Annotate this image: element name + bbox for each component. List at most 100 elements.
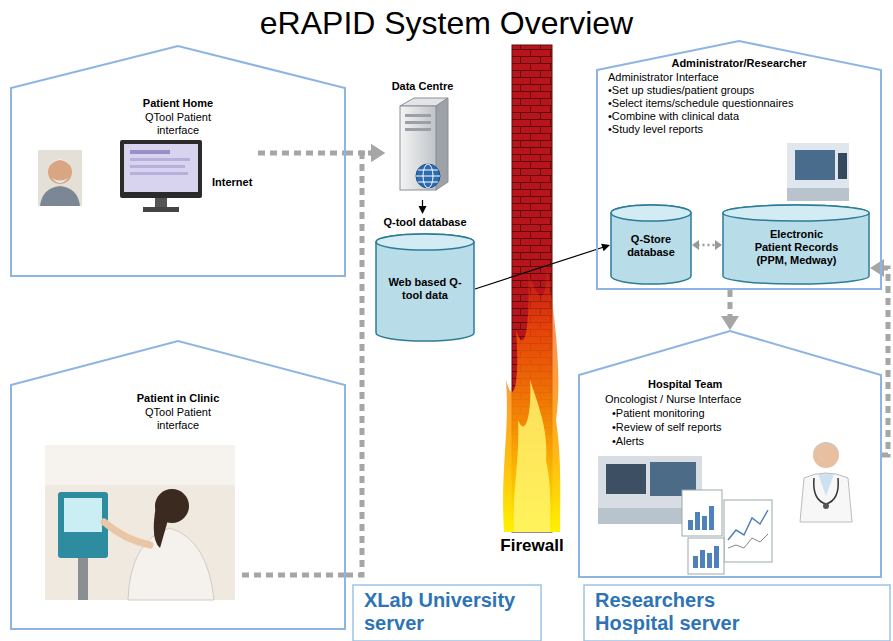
internet-wire — [258, 151, 344, 156]
node-text: Administrator Interface — [608, 71, 719, 84]
connector-arrow — [419, 200, 427, 214]
illustration-part — [64, 498, 102, 532]
node-text: •Alerts — [612, 435, 644, 448]
illustration-part — [795, 150, 835, 180]
cylinder-top — [723, 205, 869, 221]
box-outline — [584, 585, 890, 641]
server-box: XLab University server — [352, 584, 542, 641]
illustration-part — [38, 150, 82, 206]
arrow-head — [715, 240, 722, 250]
illustration-part — [48, 159, 72, 168]
illustration-part — [700, 550, 705, 568]
illustration-part — [682, 490, 722, 536]
clinic-wire — [242, 573, 344, 578]
house-outline — [579, 331, 881, 577]
illustration-part — [688, 520, 693, 530]
connector-arrow — [346, 144, 385, 162]
illustration-part — [120, 140, 202, 198]
illustration-part — [787, 143, 849, 201]
house-panel: Patient HomeQTool Patient interface — [10, 45, 346, 277]
node-heading: Q-tool database — [375, 216, 475, 229]
illustration-part — [143, 207, 179, 212]
illustration-part — [813, 442, 839, 452]
house-outline — [11, 46, 345, 276]
server-box: Researchers Hospital server — [583, 584, 891, 641]
admin-photo — [787, 143, 849, 201]
illustration-part — [813, 442, 839, 468]
clinic-photo — [45, 445, 235, 600]
house-outline — [10, 340, 346, 630]
illustration-part — [728, 510, 768, 540]
firewall-label: Firewall — [482, 536, 582, 556]
illustration-part — [45, 445, 235, 485]
illustration-part — [416, 170, 440, 182]
illustration-part — [130, 165, 185, 168]
node-heading: Hospital Team — [648, 378, 722, 391]
cylinder-body — [376, 234, 474, 341]
node-text: Oncologist / Nurse Interface — [605, 393, 741, 406]
illustration-part — [823, 503, 829, 509]
arrow-head — [371, 144, 385, 162]
illustration-part — [818, 474, 834, 496]
network-label: Internet — [212, 176, 252, 189]
illustration-part — [728, 534, 768, 548]
illustration-part — [709, 506, 714, 530]
connector-line — [882, 268, 888, 455]
illustration-part — [155, 198, 167, 208]
node-text: •Patient monitoring — [612, 407, 705, 420]
house-panel: Hospital TeamOncologist / Nurse Interfac… — [578, 330, 882, 578]
illustration-part — [702, 516, 707, 530]
illustration-part — [606, 464, 646, 494]
illustration-part — [154, 506, 168, 548]
illustration-part — [78, 558, 88, 600]
connector-line — [698, 244, 717, 247]
home-monitor — [120, 140, 202, 212]
illustration-part — [695, 512, 700, 530]
firewall-wall — [503, 45, 560, 532]
house-outline — [10, 45, 346, 277]
node-heading: Researchers Hospital server — [595, 589, 770, 635]
node-text: •Select items/schedule questionnaires — [608, 97, 793, 110]
node-heading: Q-Store database — [614, 233, 688, 259]
node-text: •Combine with clinical data — [608, 110, 739, 123]
illustration-part — [104, 522, 150, 545]
cylinder-top — [611, 205, 691, 221]
node-text: QTool Patient interface — [133, 111, 223, 137]
illustration-part — [130, 172, 188, 175]
house-panel: Administrator/ResearcherAdministrator In… — [596, 40, 882, 290]
diagram-title: eRAPID System Overview — [0, 4, 893, 42]
house-outline — [11, 341, 345, 629]
arrow-head — [601, 244, 610, 252]
illustration-part — [124, 144, 198, 192]
illustration-part — [58, 492, 108, 558]
illustration-part — [838, 153, 847, 179]
connector-line — [475, 247, 604, 289]
illustration-part — [130, 150, 170, 154]
connector-arrow — [475, 244, 610, 289]
illustration-part — [707, 553, 712, 568]
connector-arrow — [721, 290, 739, 330]
illustration-part — [405, 121, 431, 124]
house-outline — [597, 41, 881, 289]
illustration-part — [45, 445, 235, 600]
illustration-part — [814, 478, 839, 504]
illustration-part — [405, 128, 431, 131]
illustration-part — [688, 538, 724, 574]
connector-line — [346, 153, 373, 575]
database-cylinder: Electronic Patient Records (PPM, Medway) — [722, 205, 870, 285]
node-heading: Patient in Clinic — [10, 392, 346, 405]
node-heading: Administrator/Researcher — [596, 57, 882, 70]
server-node: Data Centre — [385, 80, 460, 200]
illustration-part — [130, 158, 190, 161]
connector-arrow — [692, 240, 722, 250]
node-text: •Set up studies/patient groups — [608, 84, 754, 97]
server-icon — [400, 98, 448, 190]
patient-photo — [38, 150, 82, 206]
doctor-photo — [800, 442, 852, 522]
node-heading: Patient Home — [10, 97, 346, 110]
illustration-part — [787, 188, 849, 201]
arrow-head — [371, 144, 385, 162]
illustration-part — [128, 528, 214, 600]
chart-sheets — [682, 490, 772, 574]
